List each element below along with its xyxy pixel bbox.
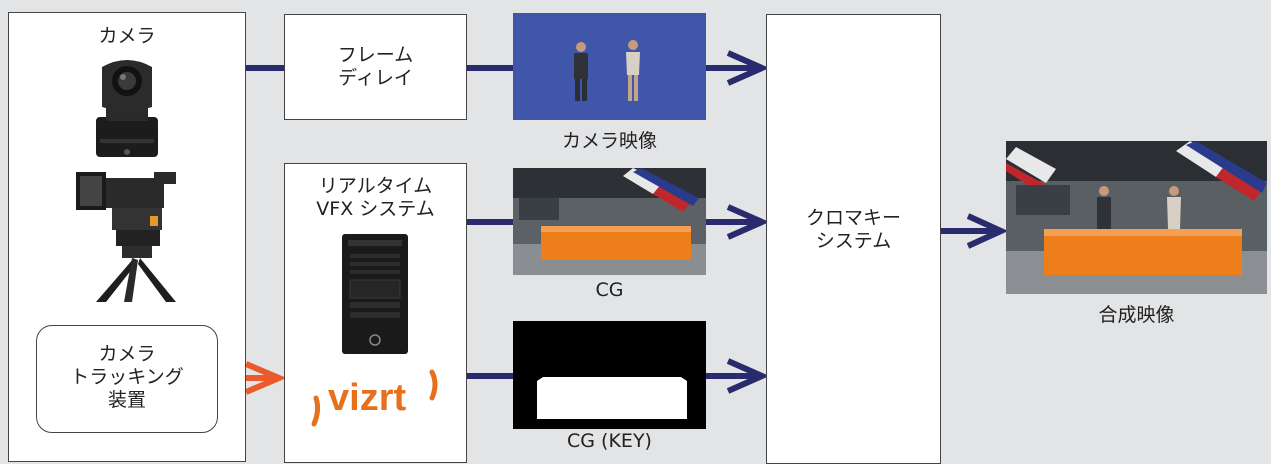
cg-image (513, 168, 706, 275)
camera-image (513, 13, 706, 120)
ptz-camera-icon (96, 60, 158, 157)
composite-image (1006, 141, 1267, 294)
arrow-cg-to-chroma (706, 204, 770, 240)
frame-delay-box (284, 14, 467, 120)
camera-tracking-label: カメラ トラッキング 装置 (70, 343, 184, 411)
cg-key-image (513, 321, 706, 429)
vfx-system-label: リアルタイム VFX システム (316, 175, 435, 220)
chroma-key-label: クロマキー システム (805, 207, 901, 252)
frame-delay-label: フレーム ディレイ (337, 44, 414, 89)
camera-box-title: カメラ (98, 25, 156, 47)
composite-image-caption: 合成映像 (1098, 304, 1175, 326)
arrow-camimage-to-chroma (706, 50, 770, 86)
chroma-key-box (766, 14, 941, 464)
vizrt-logo-text: vizrt (328, 377, 406, 419)
camera-tracking-box (36, 325, 218, 433)
arrow-chroma-to-composite (941, 213, 1009, 249)
connectors (218, 50, 1009, 395)
vizrt-logo: vizrt (308, 368, 448, 428)
cg-key-image-caption: CG (KEY) (567, 430, 652, 452)
studio-camera-icon (76, 172, 176, 302)
workstation-icon (342, 234, 408, 354)
arrow-cgkey-to-chroma (706, 358, 770, 394)
cg-image-caption: CG (595, 279, 624, 301)
camera-image-caption: カメラ映像 (561, 130, 657, 152)
